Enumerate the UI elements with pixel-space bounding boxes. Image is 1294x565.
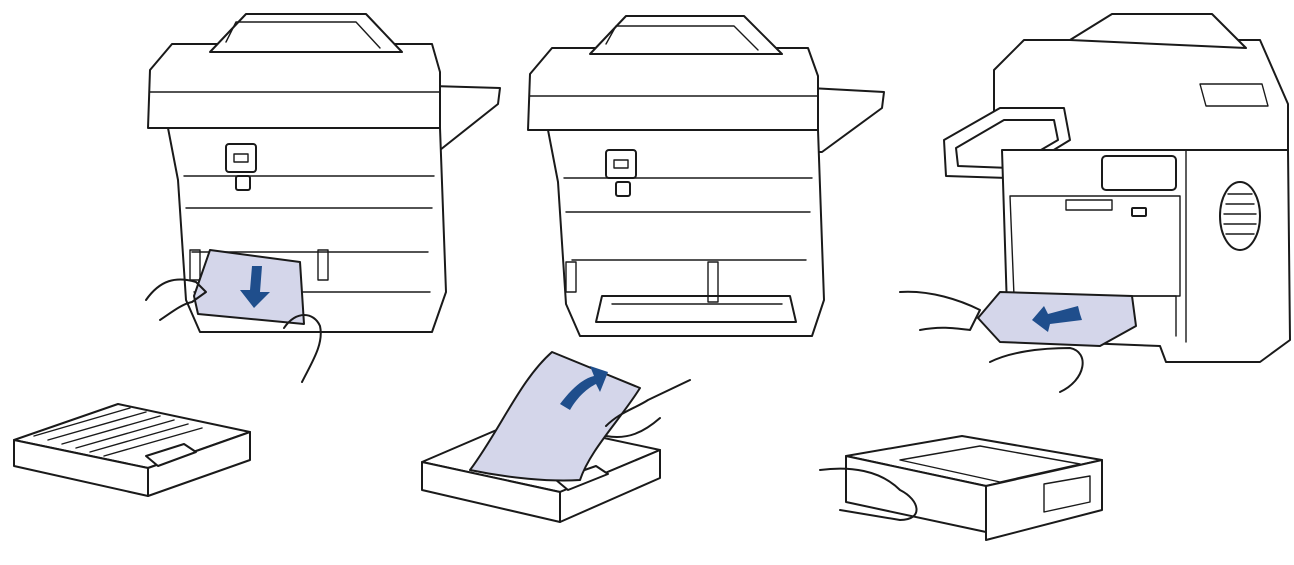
scanner-lid: [148, 44, 440, 128]
step-1-rear-removal: [14, 14, 500, 496]
scanner-lid: [528, 48, 818, 130]
duplex-handle: [236, 176, 250, 190]
tray-slot-opening: [596, 296, 796, 322]
side-flap: [810, 88, 884, 152]
left-hand-3: [900, 292, 980, 330]
right-hand-3: [990, 348, 1083, 392]
output-tray-1: [14, 404, 250, 496]
step-3-front-removal: [820, 14, 1290, 540]
output-slot: [1102, 156, 1176, 190]
printer-rear-view-2: [528, 16, 884, 336]
back-cover-latch: [226, 144, 256, 172]
paper-tray-3: [846, 436, 1102, 540]
adf-tray: [210, 14, 402, 52]
usb-port: [1132, 208, 1146, 216]
side-flap: [432, 86, 500, 150]
side-vent: [1220, 182, 1260, 250]
jammed-paper-1: [194, 250, 304, 324]
duplex-handle: [616, 182, 630, 196]
back-cover-latch: [606, 150, 636, 178]
adf-tray: [590, 16, 782, 54]
